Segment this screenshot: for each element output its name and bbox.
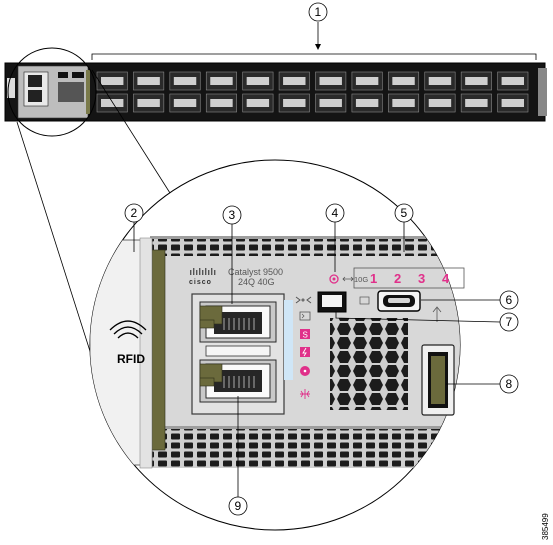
- speed-arrows: [342, 276, 354, 282]
- port-led-2: 2: [394, 271, 401, 286]
- qsfp-cage: [497, 71, 529, 113]
- svg-text:S: S: [303, 331, 308, 340]
- rfid-icon: [109, 320, 147, 339]
- figure-id: 385499: [541, 513, 550, 540]
- fan-icon: [300, 366, 310, 376]
- callout-2: 2: [124, 203, 144, 252]
- qsfp-cage: [315, 71, 347, 113]
- port-led-group-frame: [353, 267, 465, 289]
- callout-1: 1: [308, 2, 328, 50]
- magnifier-line-left: [16, 121, 97, 371]
- cisco-wordmark: cisco: [189, 279, 212, 286]
- speed-label: 10G: [354, 275, 368, 284]
- hex-vent: [330, 318, 408, 410]
- svg-text:6: 6: [506, 293, 513, 307]
- network-icon: [300, 389, 310, 399]
- qsfp-cage: [460, 71, 492, 113]
- svg-text:2: 2: [131, 206, 138, 220]
- svg-text:3: 3: [229, 208, 236, 222]
- chassis-right-ear: [538, 68, 547, 116]
- callout-1-bracket: [91, 53, 537, 60]
- console-icon: [299, 311, 311, 321]
- model-name: Catalyst 9500: [228, 267, 283, 277]
- callout-3: 3: [222, 205, 242, 304]
- qsfp-cage: [133, 71, 165, 113]
- model-variant: 24Q 40G: [238, 277, 275, 287]
- qsfp-cage: [242, 71, 274, 113]
- bottom-vent-strip: [150, 428, 460, 468]
- magnifier-line-top: [91, 69, 171, 194]
- qsfp-port-cages: [96, 71, 529, 113]
- callout-4: 4: [325, 203, 345, 272]
- power-icon: [300, 347, 310, 357]
- callout-8: 8: [446, 374, 519, 394]
- rfid-label: RFID: [117, 352, 145, 366]
- uplink-link-icon: [295, 296, 312, 304]
- chassis-overview: [4, 53, 547, 122]
- qsfp-cage: [96, 71, 128, 113]
- qsfp-cage: [424, 71, 456, 113]
- cisco-logo: [190, 268, 216, 275]
- rj45-port-lower: [199, 359, 277, 403]
- console-highlight: [284, 300, 293, 380]
- qsfp-cage: [205, 71, 237, 113]
- bezel-edge: [151, 249, 166, 451]
- qsfp-cage: [169, 71, 201, 113]
- status-s-icon: S: [300, 329, 310, 340]
- svg-text:8: 8: [506, 377, 513, 391]
- qsfp-cage: [351, 71, 383, 113]
- callout-9: 9: [228, 396, 248, 516]
- rj45-port-upper: [199, 301, 277, 343]
- callout-6: 6: [421, 290, 519, 310]
- top-vent-strip: [150, 236, 460, 256]
- qsfp-cage: [278, 71, 310, 113]
- svg-text:5: 5: [401, 206, 408, 220]
- port-led-1: 1: [370, 271, 377, 286]
- svg-text:1: 1: [315, 5, 322, 19]
- usb-a-port: [421, 344, 455, 416]
- svg-text:4: 4: [332, 206, 339, 220]
- port-led-3: 3: [418, 271, 425, 286]
- callout-5: 5: [394, 203, 414, 252]
- zoom-detail: RFID cisco Catalyst 9500 24Q 40G: [89, 159, 465, 531]
- magnifier-source-ring: [7, 47, 97, 137]
- blue-beacon-icon: [329, 274, 339, 284]
- callout-7: 7: [335, 312, 519, 332]
- svg-text:7: 7: [506, 315, 513, 329]
- usb-icon: [432, 306, 442, 322]
- svg-text:9: 9: [235, 499, 242, 513]
- qsfp-cage: [388, 71, 420, 113]
- port-led-4: 4: [442, 271, 450, 286]
- mini-usb-console-port: [359, 290, 421, 312]
